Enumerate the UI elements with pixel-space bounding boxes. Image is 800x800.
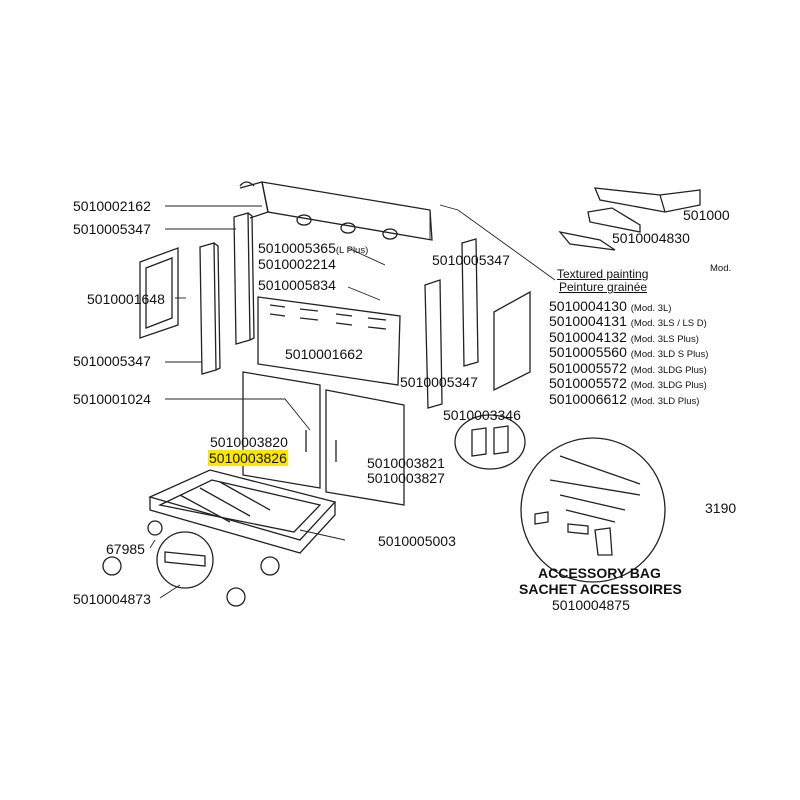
- part-label-with-note: 5010005365(L Plus): [258, 240, 369, 256]
- painting-row: 5010004131 (Mod. 3LS / LS D): [549, 313, 707, 329]
- painting-row: 5010004132 (Mod. 3LS Plus): [549, 329, 699, 345]
- highlighted-part-label: 5010003826: [208, 450, 288, 466]
- part-label: 5010003827: [367, 470, 445, 486]
- left-posts: [199, 212, 255, 375]
- back-panel: [257, 296, 401, 386]
- model-note: Mod.: [710, 263, 732, 274]
- painting-row: 5010004130 (Mod. 3L): [549, 298, 672, 314]
- base-frame: [148, 469, 337, 554]
- part-label: 5010003346: [443, 407, 521, 423]
- clip-detail: [454, 414, 526, 470]
- part-label: 5010005834: [258, 277, 336, 293]
- right-posts: [424, 238, 479, 409]
- painting-row: 5010005572 (Mod. 3LDG Plus): [549, 375, 707, 391]
- part-label: 5010004830: [612, 230, 690, 246]
- part-label: 5010002214: [258, 256, 336, 272]
- part-label: 5010005347: [73, 353, 151, 369]
- side-shelf-part: [558, 187, 701, 251]
- part-label: 5010003820: [210, 434, 288, 450]
- right-side-panel: [493, 290, 531, 392]
- part-label: 5010003821: [367, 455, 445, 471]
- bracket-detail: [156, 531, 214, 589]
- part-label: 501000: [683, 207, 730, 223]
- part-label: 5010004873: [73, 591, 151, 607]
- part-label: 5010005347: [432, 252, 510, 268]
- part-label: 5010005347: [400, 374, 478, 390]
- part-label: 5010005003: [378, 533, 456, 549]
- part-label: 5010001648: [87, 291, 165, 307]
- accessory-bag-circle: [520, 437, 666, 583]
- painting-title: Textured painting: [557, 267, 649, 281]
- left-side-panel: [139, 247, 179, 339]
- accessory-code: 5010004875: [552, 597, 630, 613]
- part-label: 67985: [106, 541, 145, 557]
- part-label: 3190: [705, 500, 737, 516]
- leader-lines: [149, 205, 386, 599]
- control-panel-part: [239, 181, 433, 241]
- painting-row: 5010005560 (Mod. 3LD S Plus): [549, 344, 709, 360]
- painting-row: 5010006612 (Mod. 3LD Plus): [549, 391, 700, 407]
- casters: [102, 520, 280, 607]
- painting-row: 5010005572 (Mod. 3LDG Plus): [549, 360, 707, 376]
- doors: [242, 371, 405, 506]
- part-label: 5010002162: [73, 198, 151, 214]
- part-label: 5010001024: [73, 391, 151, 407]
- painting-subtitle: Peinture grainée: [559, 280, 648, 294]
- accessory-title-fr: SACHET ACCESSOIRES: [519, 581, 682, 597]
- part-label: 5010001662: [285, 346, 363, 362]
- part-label: 5010005347: [73, 221, 151, 237]
- accessory-title-en: ACCESSORY BAG: [538, 565, 661, 581]
